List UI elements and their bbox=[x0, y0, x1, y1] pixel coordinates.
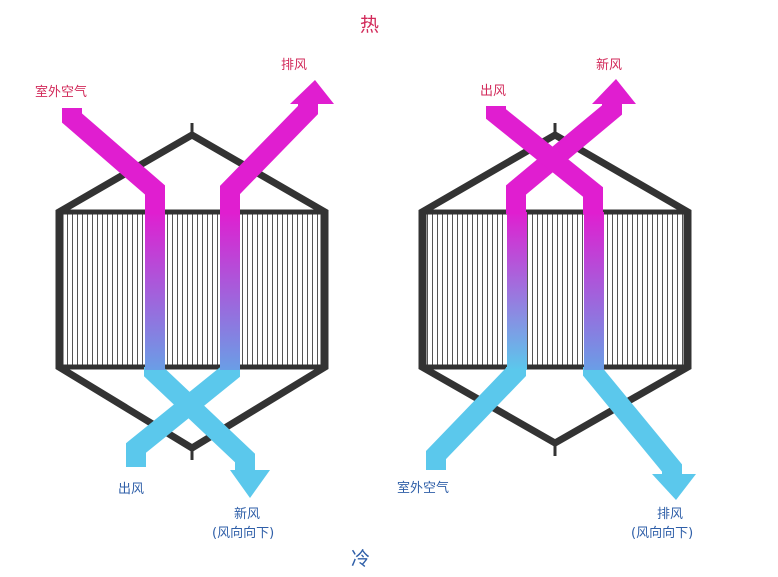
right-unit bbox=[418, 79, 696, 500]
right-channel-b bbox=[584, 212, 604, 370]
right-hot-inlet-path bbox=[486, 106, 603, 214]
left-fresh-air-label: 新风 bbox=[234, 507, 261, 522]
left-cold-arrowhead bbox=[230, 470, 270, 498]
left-hot-inlet-path bbox=[62, 108, 165, 214]
left-core bbox=[58, 209, 326, 370]
right-exhaust-label: 排风 bbox=[657, 507, 684, 522]
left-hot-outlet-path bbox=[220, 103, 318, 214]
left-outdoor-air-label: 室外空气 bbox=[35, 85, 88, 100]
left-outlet-label: 出风 bbox=[118, 482, 145, 497]
left-exhaust-label: 排风 bbox=[281, 58, 308, 73]
hot-side-label: 热 bbox=[360, 14, 380, 36]
left-hot-arrowhead bbox=[290, 80, 334, 104]
right-outlet-label: 出风 bbox=[480, 84, 507, 99]
left-fresh-air-note: (风向向下) bbox=[212, 526, 275, 541]
left-channel-a bbox=[145, 212, 165, 370]
right-cold-arrowhead bbox=[652, 474, 696, 500]
right-outdoor-air-label: 室外空气 bbox=[397, 481, 450, 496]
cold-side-label: 冷 bbox=[351, 548, 371, 570]
right-hot-arrowhead bbox=[592, 79, 636, 104]
right-channel-a bbox=[507, 212, 527, 370]
right-hot-outlet-path bbox=[506, 102, 622, 214]
right-fresh-air-label: 新风 bbox=[596, 58, 623, 73]
right-exhaust-note: (风向向下) bbox=[631, 526, 694, 541]
right-core bbox=[421, 209, 689, 370]
left-channel-b bbox=[220, 212, 240, 370]
left-unit bbox=[55, 80, 334, 498]
